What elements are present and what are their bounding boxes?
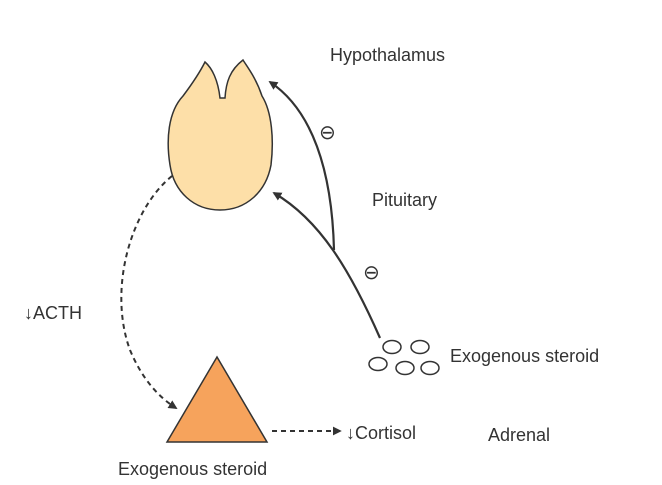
hypothalamus-label: Hypothalamus: [330, 45, 446, 65]
adrenal-gland-shape: [165, 355, 269, 443]
steroid-molecules-icon: [368, 339, 440, 376]
cortisol-label: ↓Cortisol: [346, 423, 417, 443]
acth-dashed-arrow: [120, 175, 178, 409]
exogenous-steroid-right-label: Exogenous steroid: [450, 346, 600, 366]
feedback-arrow-hypothalamus: [268, 81, 336, 251]
pituitary-label: Pituitary: [372, 190, 438, 210]
inhibition-upper-icon: ⊖: [319, 122, 336, 144]
pituitary-gland-shape: [167, 58, 273, 211]
inhibition-lower-icon: ⊖: [363, 262, 380, 284]
acth-label: ↓ACTH: [24, 303, 82, 323]
adrenal-label: Adrenal: [488, 425, 551, 445]
feedback-arrow-pituitary: [272, 192, 382, 339]
exogenous-steroid-bottom-label: Exogenous steroid: [118, 459, 268, 479]
